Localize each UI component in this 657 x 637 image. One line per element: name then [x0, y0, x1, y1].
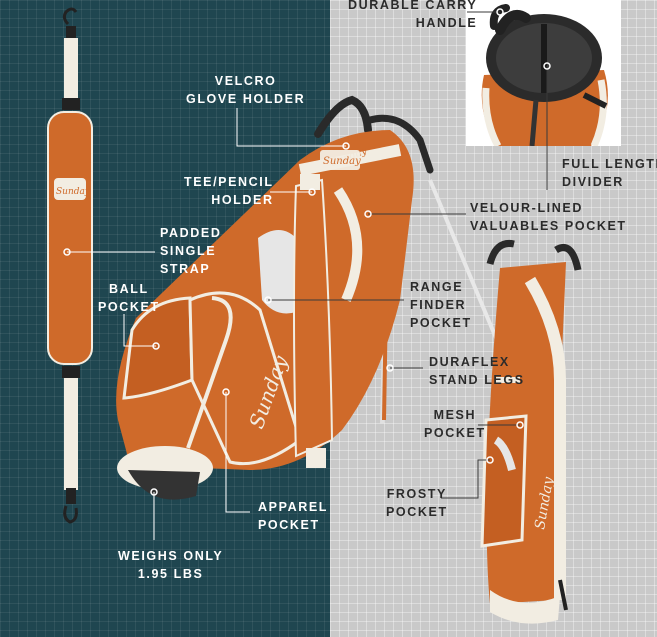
frosty-pocket-label: FROSTY POCKET [386, 485, 448, 521]
frosty-pocket-label-line1: FROSTY [386, 487, 447, 501]
strap-label-line2: SINGLE [160, 244, 217, 258]
rangefinder-pocket-label-line3: POCKET [410, 316, 472, 330]
frosty-pocket-label-line2: POCKET [386, 505, 448, 519]
carry-handle-label-line2: HANDLE [415, 16, 478, 30]
stand-legs-label-line1: DURAFLEX [429, 355, 510, 369]
rangefinder-pocket-label-line1: RANGE [410, 280, 464, 294]
padded-strap-image [47, 7, 93, 524]
side-view-bag-image: Sunday [480, 239, 582, 624]
apparel-pocket-label-line2: POCKET [258, 518, 320, 532]
leader-lines [67, 11, 548, 540]
tee-holder-label-line1: TEE/PENCIL [184, 175, 274, 189]
ball-pocket-label-line1: BALL [108, 282, 149, 296]
divider-label-line1: FULL LENGTH [562, 157, 657, 171]
tee-holder-label-line2: HOLDER [211, 193, 274, 207]
carry-handle-label-line1: DURABLE CARRY [348, 0, 478, 12]
glove-holder-label-line1: VELCRO [214, 74, 277, 88]
apparel-pocket-label: APPAREL POCKET [258, 498, 328, 534]
weight-label-line2: 1.95 LBS [137, 567, 204, 581]
apparel-pocket-label-line1: APPAREL [258, 500, 329, 514]
mesh-pocket-label: MESH POCKET [424, 406, 486, 442]
svg-text:Sunday: Sunday [323, 156, 361, 167]
divider-label-line2: DIVIDER [562, 175, 624, 189]
ball-pocket-label-line2: POCKET [98, 300, 160, 314]
rangefinder-pocket-label-line2: FINDER [410, 298, 467, 312]
stand-legs-label: DURAFLEX STAND LEGS [429, 353, 525, 389]
callout-dots [63, 8, 551, 496]
mesh-pocket-label-line1: MESH [433, 408, 477, 422]
strap-label-line1: PADDED [160, 226, 222, 240]
stand-legs-label-line2: STAND LEGS [429, 373, 525, 387]
valuables-pocket-label-line2: VALUABLES POCKET [470, 219, 627, 233]
mesh-pocket-label-line2: POCKET [424, 426, 486, 440]
rangefinder-pocket-label: RANGE FINDER POCKET [410, 278, 472, 332]
carry-handle-label: DURABLE CARRY HANDLE [348, 0, 477, 32]
top-view-inset-photo [466, 0, 621, 146]
glove-holder-label-line2: GLOVE HOLDER [186, 92, 306, 106]
valuables-pocket-label: VELOUR-LINED VALUABLES POCKET [470, 199, 627, 235]
divider-label: FULL LENGTH DIVIDER [562, 155, 657, 191]
tee-holder-label: TEE/PENCIL HOLDER [184, 173, 274, 209]
glove-holder-label: VELCRO GLOVE HOLDER [186, 72, 305, 108]
ball-pocket-label: BALL POCKET [98, 280, 160, 316]
strap-label-line3: STRAP [160, 262, 211, 276]
weight-label: WEIGHS ONLY 1.95 LBS [118, 547, 223, 583]
strap-label: PADDED SINGLE STRAP [160, 224, 221, 278]
valuables-pocket-label-line1: VELOUR-LINED [470, 201, 583, 215]
svg-text:Sunday: Sunday [56, 187, 91, 197]
weight-label-line1: WEIGHS ONLY [118, 549, 224, 563]
